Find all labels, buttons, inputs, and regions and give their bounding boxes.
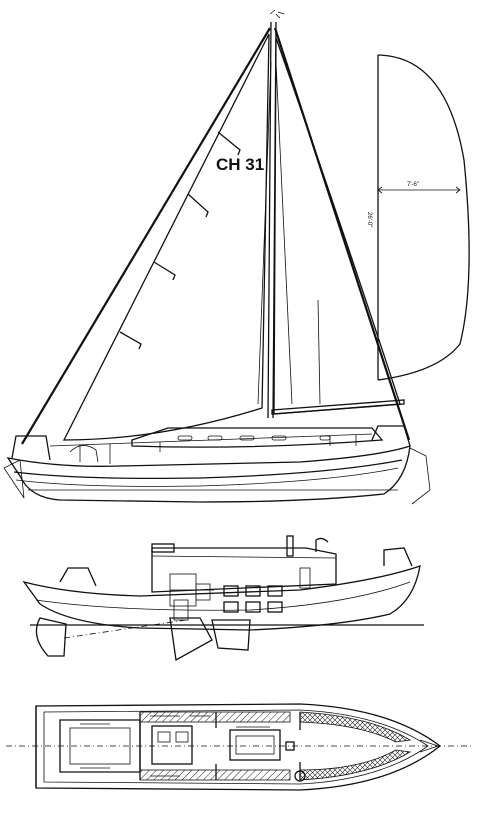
locker-doors <box>223 585 283 613</box>
sink <box>175 731 189 743</box>
cockpit-well <box>69 727 131 765</box>
saloon-table <box>229 729 281 761</box>
main-boom <box>271 399 405 415</box>
spinnaker-luff-label: 26'-0" <box>366 212 372 227</box>
jib-battens <box>119 131 241 350</box>
mainsail <box>273 37 401 415</box>
stern-pulpit <box>11 435 51 461</box>
interior-joinery <box>169 567 311 607</box>
dorade-vent <box>315 537 329 552</box>
sail-number: CH 31 <box>216 155 264 174</box>
sheer-inner <box>35 581 411 611</box>
fin-keel <box>169 617 213 662</box>
backstay <box>273 27 411 441</box>
mainsail-seam <box>317 299 321 405</box>
v-berth-starboard <box>299 749 412 781</box>
masthead-fitting <box>269 9 285 19</box>
keel-ballast <box>211 619 251 651</box>
mast-step <box>285 741 295 751</box>
propeller-shaft <box>63 619 187 639</box>
profile-rudder <box>35 617 67 657</box>
profile-hull <box>22 565 421 631</box>
helmsman <box>69 445 99 463</box>
engine <box>173 599 189 621</box>
shrouds <box>257 61 293 405</box>
jib-sail <box>62 33 270 441</box>
bow-construction-lines <box>409 447 431 505</box>
galley <box>151 725 193 765</box>
deck-plan <box>6 703 472 791</box>
bow-fitting <box>419 739 440 753</box>
sail-plan-hull <box>3 425 431 505</box>
starboard-settee <box>139 769 291 781</box>
locker-label-marks <box>80 715 270 777</box>
sail-plan: CH 31 7'-6" 26'-0" <box>3 9 470 505</box>
forestay <box>21 27 271 445</box>
cabin-trunk <box>151 547 337 593</box>
stove <box>157 731 171 743</box>
mast-stub <box>286 535 294 557</box>
rudder <box>3 459 25 499</box>
profile-bow-pulpit <box>383 547 413 567</box>
spinnaker-outline: 7'-6" 26'-0" <box>366 54 470 381</box>
deck-inner-outline <box>43 709 429 785</box>
v-berth-port <box>299 711 412 743</box>
companionway-hatch <box>151 543 175 553</box>
port-settee <box>139 711 291 723</box>
bow-pulpit <box>371 425 411 447</box>
spinnaker-width-label: 7'-6" <box>407 182 419 188</box>
stanchions <box>79 435 357 464</box>
bulkheads <box>139 712 301 780</box>
deck-hull-outline <box>35 703 442 791</box>
profile-stern-pulpit <box>59 567 97 587</box>
lifeline <box>49 433 373 447</box>
inboard-profile <box>22 535 424 662</box>
